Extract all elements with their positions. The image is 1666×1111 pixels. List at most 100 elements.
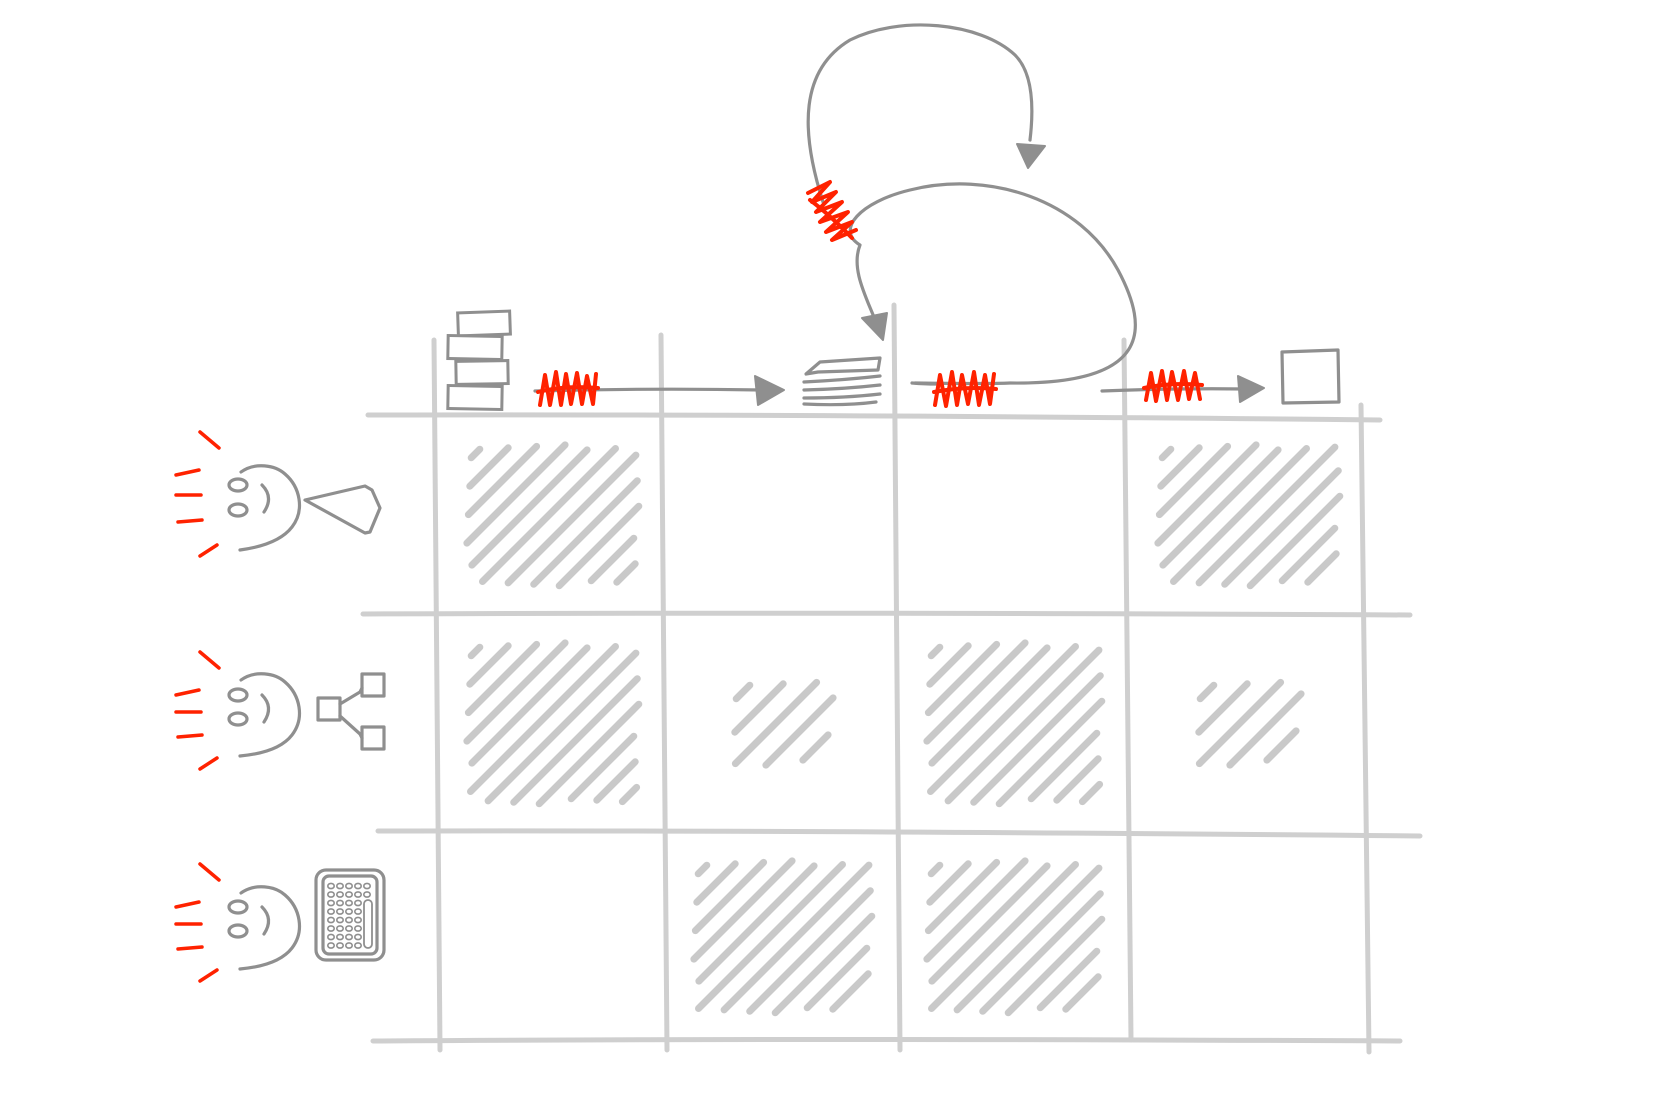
hatch-stroke [995, 697, 1106, 808]
hatch-stroke [928, 862, 1051, 985]
hatch-stroke [926, 860, 972, 906]
hatch-stroke [762, 694, 837, 769]
hatch-stroke [732, 681, 754, 703]
hatch-stroke [1062, 973, 1102, 1013]
hatch-stroke [484, 649, 640, 805]
hatched-cell [463, 639, 643, 808]
calculator-key [326, 882, 335, 890]
hatch-stroke [535, 700, 643, 808]
calculator-key [335, 882, 344, 890]
red-marker-4 [806, 180, 858, 242]
red-marker-3 [1142, 369, 1204, 403]
tie-icon [303, 484, 382, 535]
hatch-stroke [1304, 550, 1340, 586]
hatched-cell [923, 857, 1106, 1017]
stacked-plates-icon [802, 356, 882, 407]
calculator-key [344, 891, 353, 898]
hatch-stroke [953, 864, 1103, 1014]
calculator-key [344, 908, 353, 915]
grid-line-col-left [431, 337, 443, 1053]
hatch-stroke [771, 912, 876, 1017]
hatch-stroke [970, 672, 1104, 806]
hatch-stroke [466, 642, 512, 688]
calculator-key [326, 916, 335, 924]
hatched-cell [463, 441, 643, 590]
person-face-icon [227, 672, 301, 758]
hatch-stroke [979, 890, 1104, 1015]
calculator-key [335, 916, 344, 924]
hatch-stroke [1278, 524, 1339, 585]
hatch-stroke [479, 445, 619, 585]
row-2-icons [174, 650, 386, 771]
calculator-key [344, 942, 353, 949]
calculator-key [353, 933, 362, 941]
hatch-stroke [923, 857, 1029, 963]
hatch-stroke [1263, 727, 1300, 764]
calculator-key [362, 891, 371, 898]
person-face-icon [227, 885, 301, 971]
calculator-keys [326, 882, 373, 949]
hatch-stroke [1157, 444, 1203, 490]
hatch-stroke [924, 640, 1001, 717]
hatched-cell [690, 857, 876, 1017]
hatch-stroke [1053, 755, 1102, 804]
hatch-stroke [803, 944, 871, 1012]
calculator-key [353, 942, 362, 949]
hatch-stroke [928, 861, 1079, 1012]
hatched-cell [1154, 441, 1344, 590]
hatched-cell [923, 639, 1106, 808]
hatch-stroke [695, 861, 846, 1012]
red-markers [536, 180, 1204, 408]
hatch-stroke [510, 675, 641, 806]
hatch-stroke [1195, 443, 1339, 587]
empty-square-icon [1280, 348, 1341, 405]
hatch-stroke [467, 643, 484, 660]
hatch-stroke [1246, 492, 1344, 590]
flow-arrow-2-start [910, 381, 938, 386]
hatch-stroke [923, 639, 1029, 745]
hatch-stroke [1027, 729, 1101, 803]
hatch-stroke [1158, 445, 1175, 462]
hatch-stroke [1196, 681, 1218, 703]
hatch-stroke [720, 861, 873, 1014]
red-marker-1 [536, 370, 600, 407]
grid-line-top [365, 412, 1383, 423]
hatch-stroke [927, 643, 1079, 795]
attention-lines [174, 862, 221, 983]
hatch-stroke [587, 534, 638, 585]
hatch-stroke [928, 644, 1051, 767]
attention-lines [174, 430, 221, 558]
hatch-stroke [555, 502, 643, 590]
hatch-stroke [693, 860, 739, 906]
calculator-key [335, 899, 344, 907]
network-nodes-icon [316, 672, 386, 751]
calculator-key [335, 908, 344, 915]
calculator-key [326, 908, 335, 915]
calculator-key [353, 882, 362, 890]
hatch-stroke [924, 858, 1001, 935]
calculator-key [335, 925, 344, 932]
hatch-stroke [746, 887, 874, 1015]
hatch-stroke [694, 861, 711, 878]
calculator-key [353, 899, 362, 907]
calculator-key [353, 925, 362, 932]
calculator-key [344, 933, 353, 941]
hatch-stroke [926, 642, 972, 688]
calculator-key [326, 942, 335, 949]
calculator-key [353, 908, 362, 915]
grid-line-row-2 [375, 828, 1423, 839]
hatch-stroke [731, 680, 787, 736]
hatch-stroke [567, 732, 638, 803]
grid-line-row-1 [360, 610, 1413, 618]
hatch-stroke [799, 731, 832, 764]
hatch-stroke [1155, 442, 1232, 519]
hatch-stroke [1078, 780, 1104, 806]
hatch-stroke [618, 783, 641, 806]
row-3-icons [174, 862, 386, 983]
hatch-stroke [613, 560, 639, 586]
grid-line-col-right [1358, 402, 1372, 1055]
calculator-key [335, 933, 344, 941]
calculator-key [353, 891, 362, 898]
hatch-stroke [695, 862, 818, 985]
